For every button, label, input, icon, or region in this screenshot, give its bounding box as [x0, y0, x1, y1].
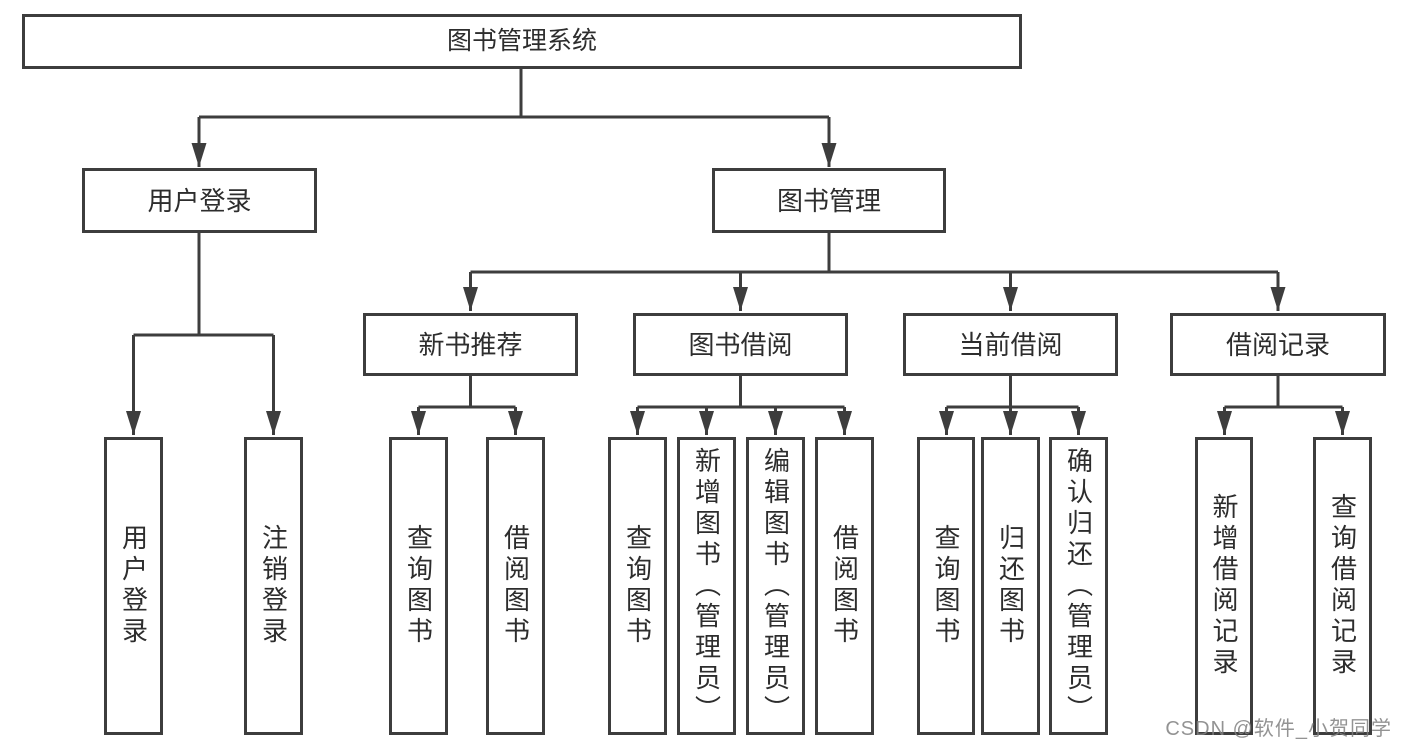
leaf-confirm-return: 确认归还（管理员）: [1049, 437, 1108, 735]
node-root: 图书管理系统: [22, 14, 1022, 69]
leaf-edit-book-label: 编辑图书（管理员）: [760, 446, 791, 726]
leaf-return-book: 归还图书: [981, 437, 1040, 735]
node-user-login-label: 用户登录: [147, 185, 252, 216]
leaf-query-book-3: 查询图书: [917, 437, 975, 735]
leaf-query-record-label: 查询借阅记录: [1327, 493, 1358, 679]
node-borrow-records: 借阅记录: [1170, 313, 1386, 376]
leaf-logout-label: 注销登录: [258, 524, 289, 648]
leaf-borrow-book-1-label: 借阅图书: [500, 524, 531, 648]
leaf-query-book-3-label: 查询图书: [931, 524, 961, 648]
leaf-borrow-book-2-label: 借阅图书: [829, 524, 860, 648]
node-user-login: 用户登录: [82, 168, 317, 233]
node-book-borrow: 图书借阅: [633, 313, 848, 376]
node-book-borrow-label: 图书借阅: [688, 329, 793, 360]
leaf-add-book-label: 新增图书（管理员）: [691, 446, 722, 726]
leaf-query-book-1: 查询图书: [389, 437, 448, 735]
leaf-add-record-label: 新增借阅记录: [1209, 493, 1239, 679]
leaf-borrow-book-2: 借阅图书: [815, 437, 874, 735]
leaf-query-book-2-label: 查询图书: [622, 524, 653, 648]
node-new-book-recommend: 新书推荐: [363, 313, 578, 376]
csdn-watermark: CSDN @软件_小贺同学: [1165, 718, 1392, 740]
node-current-borrow-label: 当前借阅: [958, 329, 1063, 360]
leaf-confirm-return-label: 确认归还（管理员）: [1063, 446, 1094, 726]
node-new-book-recommend-label: 新书推荐: [418, 329, 523, 360]
node-book-management: 图书管理: [712, 168, 946, 233]
node-root-label: 图书管理系统: [446, 27, 597, 55]
leaf-query-record: 查询借阅记录: [1313, 437, 1372, 735]
node-book-management-label: 图书管理: [776, 185, 881, 216]
node-current-borrow: 当前借阅: [903, 313, 1118, 376]
leaf-user-login: 用户登录: [104, 437, 163, 735]
leaf-return-book-label: 归还图书: [995, 524, 1026, 648]
leaf-edit-book: 编辑图书（管理员）: [746, 437, 805, 735]
leaf-query-book-2: 查询图书: [608, 437, 667, 735]
leaf-borrow-book-1: 借阅图书: [486, 437, 545, 735]
leaf-user-login-label: 用户登录: [118, 524, 149, 648]
leaf-add-book: 新增图书（管理员）: [677, 437, 736, 735]
leaf-query-book-1-label: 查询图书: [403, 524, 434, 648]
leaf-logout: 注销登录: [244, 437, 303, 735]
node-borrow-records-label: 借阅记录: [1225, 329, 1330, 360]
leaf-add-record: 新增借阅记录: [1195, 437, 1253, 735]
